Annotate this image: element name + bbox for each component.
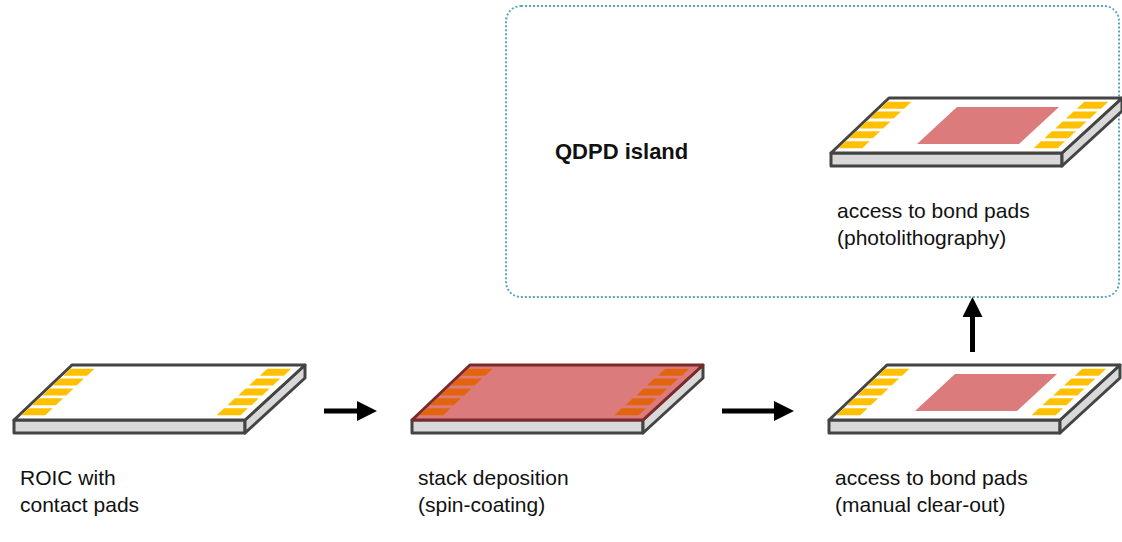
roic-chip	[10, 362, 310, 436]
step-caption: stack deposition (spin-coating)	[418, 464, 618, 518]
step-caption: ROIC with contact pads	[20, 464, 170, 518]
roic-chip	[827, 95, 1122, 169]
island-region: QDPD island access to bond pads (photolit…	[505, 5, 1120, 298]
step-caption: access to bond pads (photolithography)	[837, 197, 1062, 251]
chip-node: access to bond pads (manual clear-out)	[825, 362, 1122, 436]
roic-chip	[408, 362, 708, 436]
flow-arrow	[970, 306, 975, 352]
flow-arrow	[722, 409, 785, 414]
chip-node: stack deposition (spin-coating)	[408, 362, 708, 436]
step-caption: access to bond pads (manual clear-out)	[835, 464, 1060, 518]
chip-node: access to bond pads (photolithography)	[827, 95, 1122, 169]
flow-arrow	[324, 409, 368, 414]
region-heading: QDPD island	[555, 139, 688, 165]
roic-chip	[825, 362, 1122, 436]
chip-node: ROIC with contact pads	[10, 362, 310, 436]
